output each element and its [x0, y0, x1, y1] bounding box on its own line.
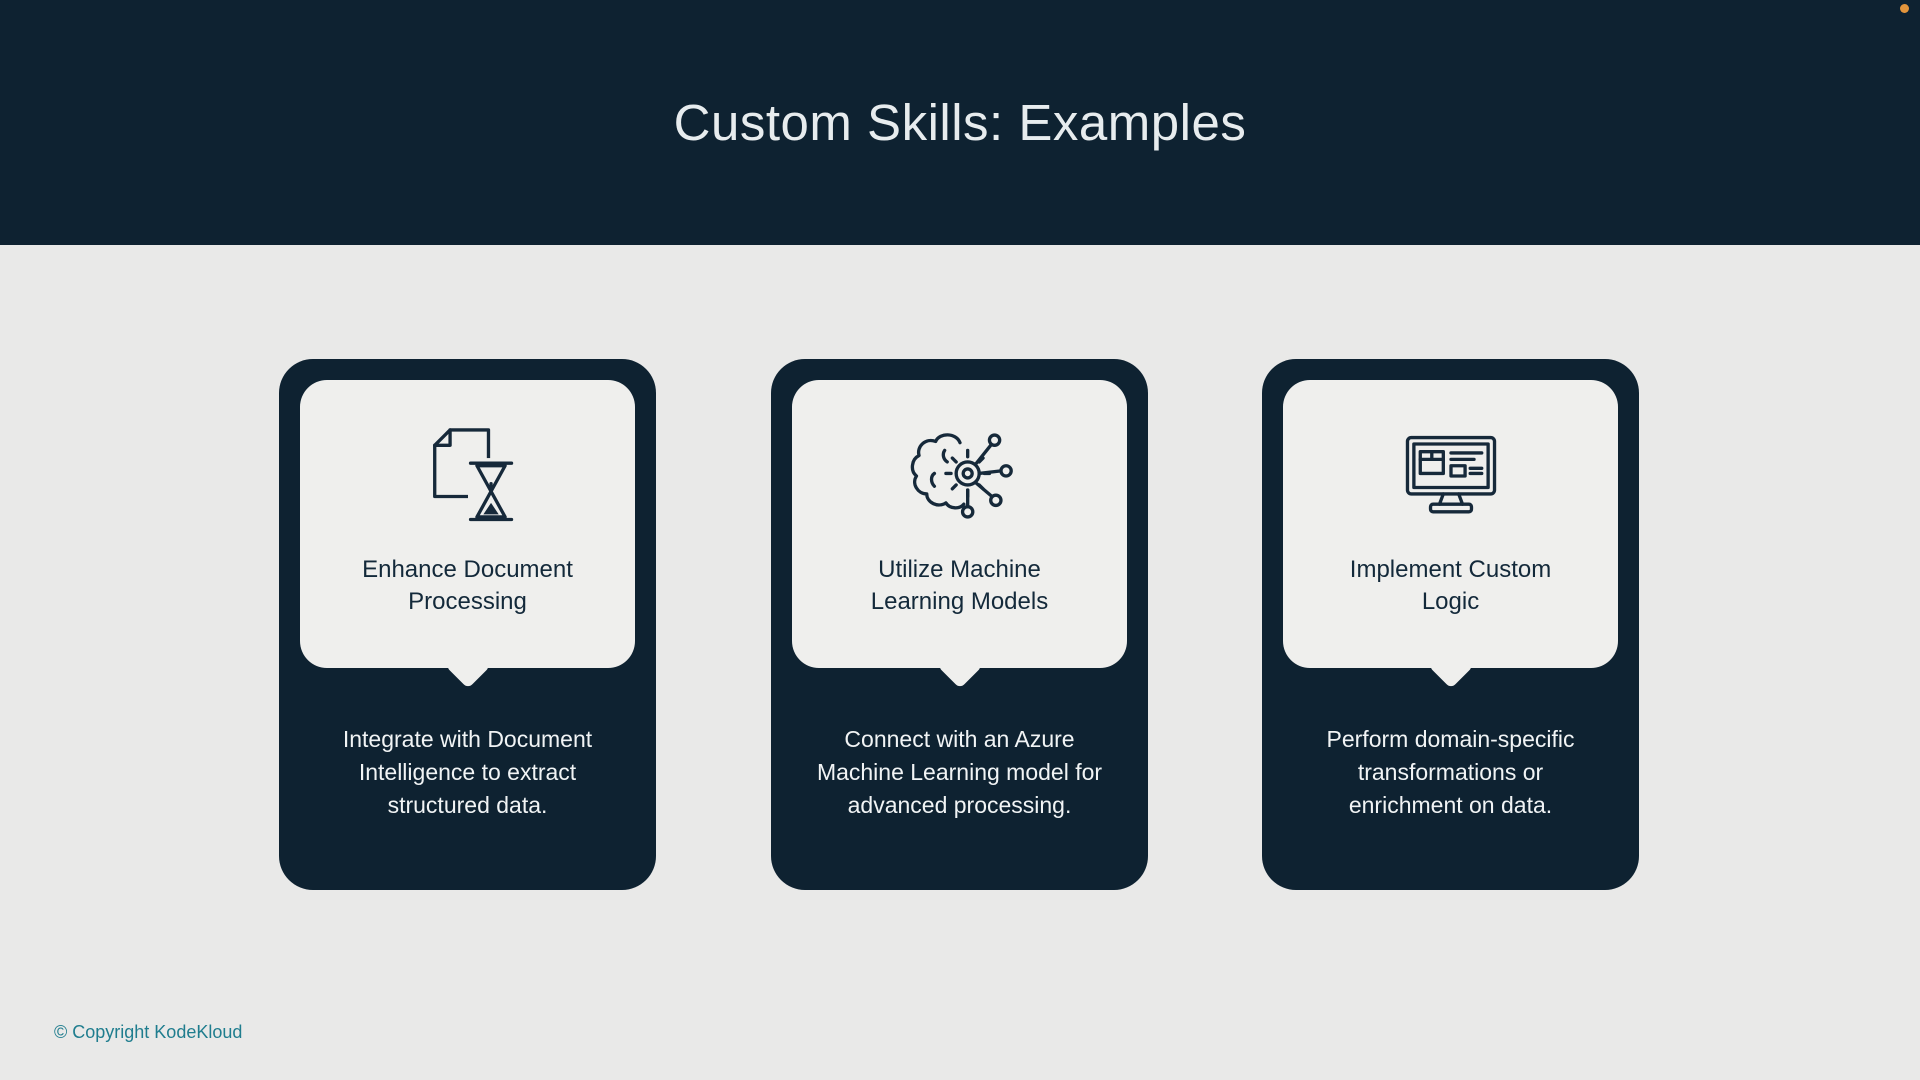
card-top-panel: Enhance Document Processing	[300, 380, 635, 668]
card-description: Integrate with Document Intelligence to …	[342, 726, 593, 819]
card-title: Implement Custom Logic	[1349, 556, 1552, 616]
card-top-panel: Implement Custom Logic	[1283, 380, 1618, 668]
card-description: Perform domain-specific transformations …	[1326, 726, 1575, 819]
page-title: Custom Skills: Examples	[673, 94, 1247, 151]
slide-header: Custom Skills: Examples	[0, 0, 1920, 245]
card-title: Utilize Machine Learning Models	[870, 556, 1049, 616]
card-description: Connect with an Azure Machine Learning m…	[816, 726, 1103, 819]
copyright-text: © Copyright KodeKloud	[54, 1022, 243, 1042]
card-implement-custom-logic: Implement Custom Logic Perform domain-sp…	[1262, 359, 1639, 890]
card-enhance-document-processing: Enhance Document Processing Integrate wi…	[279, 359, 656, 890]
corner-dot-icon	[1900, 4, 1909, 13]
card-utilize-ml-models: Utilize Machine Learning Models Connect …	[771, 359, 1148, 890]
card-title: Enhance Document Processing	[362, 556, 573, 616]
brain-network-icon	[896, 412, 1024, 540]
document-hourglass-icon	[404, 412, 532, 540]
card-top-panel: Utilize Machine Learning Models	[792, 380, 1127, 668]
monitor-package-icon	[1387, 412, 1515, 540]
